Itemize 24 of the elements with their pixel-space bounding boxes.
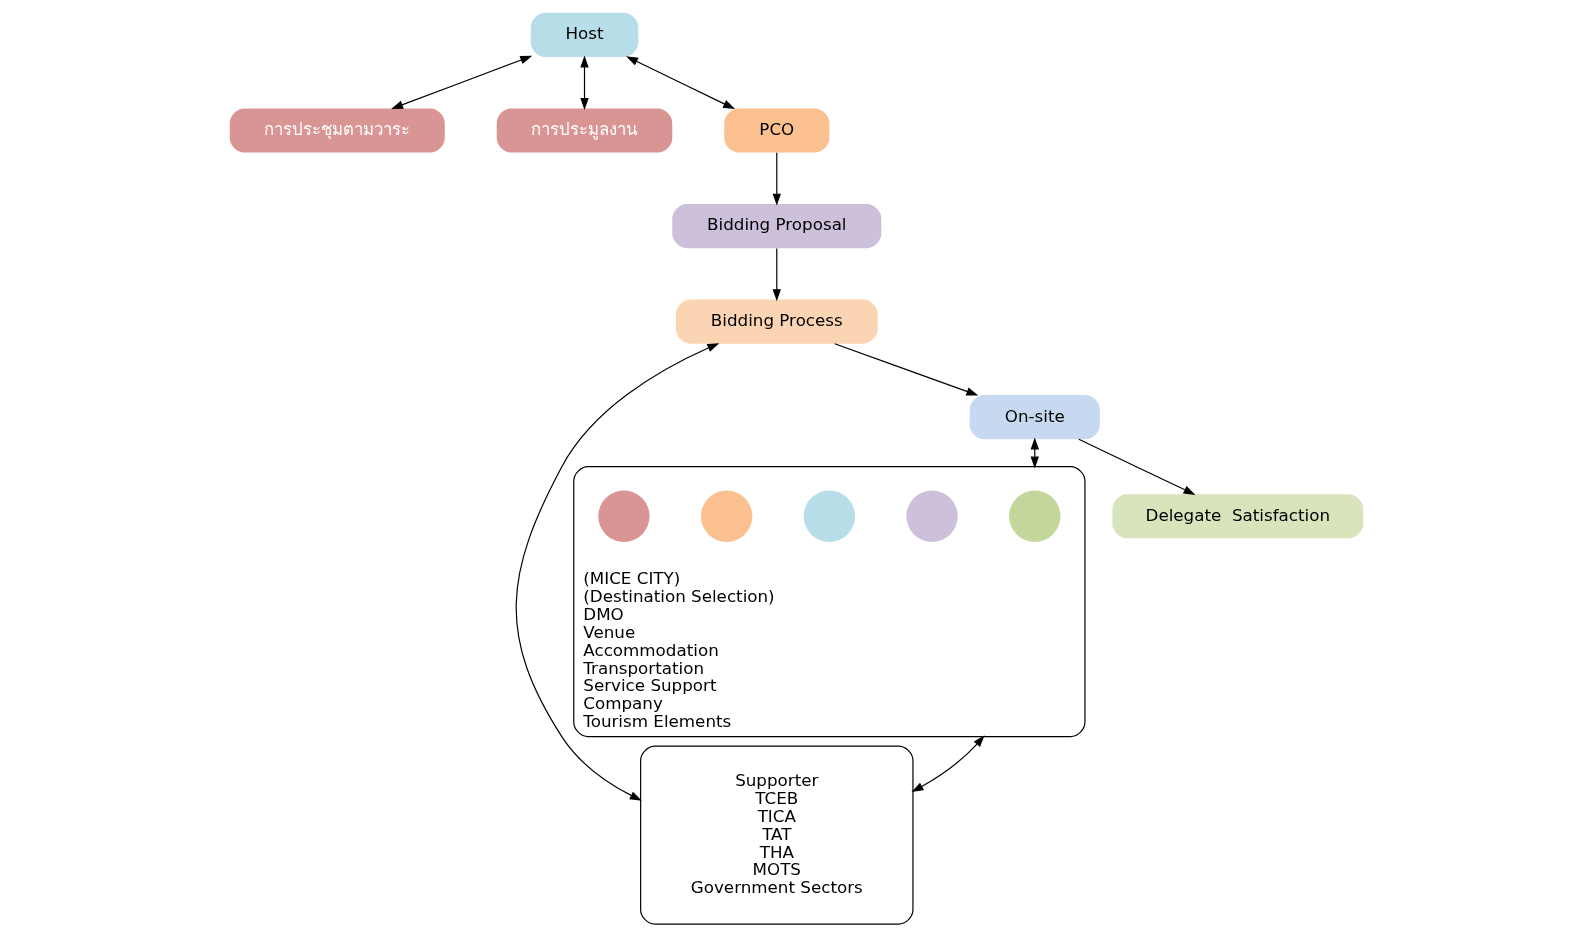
node-box: Supporter TCEB TICA TAT THA MOTS Government Sectors xyxy=(640,745,914,925)
node-box: PCO xyxy=(724,108,830,153)
node-circle xyxy=(803,490,855,542)
node-box: การประชุมตามวาระ xyxy=(229,108,445,153)
arrow xyxy=(1078,438,1196,495)
node-box: Bidding Proposal xyxy=(672,203,882,249)
arrow xyxy=(626,56,736,110)
node-circle xyxy=(700,490,753,542)
node-box: On-site xyxy=(969,395,1100,440)
arrow xyxy=(580,55,589,111)
node-box: Bidding Process xyxy=(675,299,878,344)
arrow xyxy=(772,247,781,302)
node-box: การประมูลงาน xyxy=(496,108,673,153)
node-circle xyxy=(1009,490,1061,542)
node-box: Host xyxy=(530,12,639,58)
cluster: (MICE CITY) (Destination Selection) DMO Venue Accommodation Transportation Service Support Company Tourism Elements xyxy=(573,466,1086,738)
arrow xyxy=(515,343,720,801)
arrow xyxy=(911,735,985,793)
node-box: Delegate Satisfaction xyxy=(1112,494,1364,539)
arrow xyxy=(391,55,533,109)
node-circle xyxy=(598,490,650,542)
node-circle xyxy=(906,490,958,542)
arrow xyxy=(834,343,979,396)
arrow xyxy=(772,152,781,206)
